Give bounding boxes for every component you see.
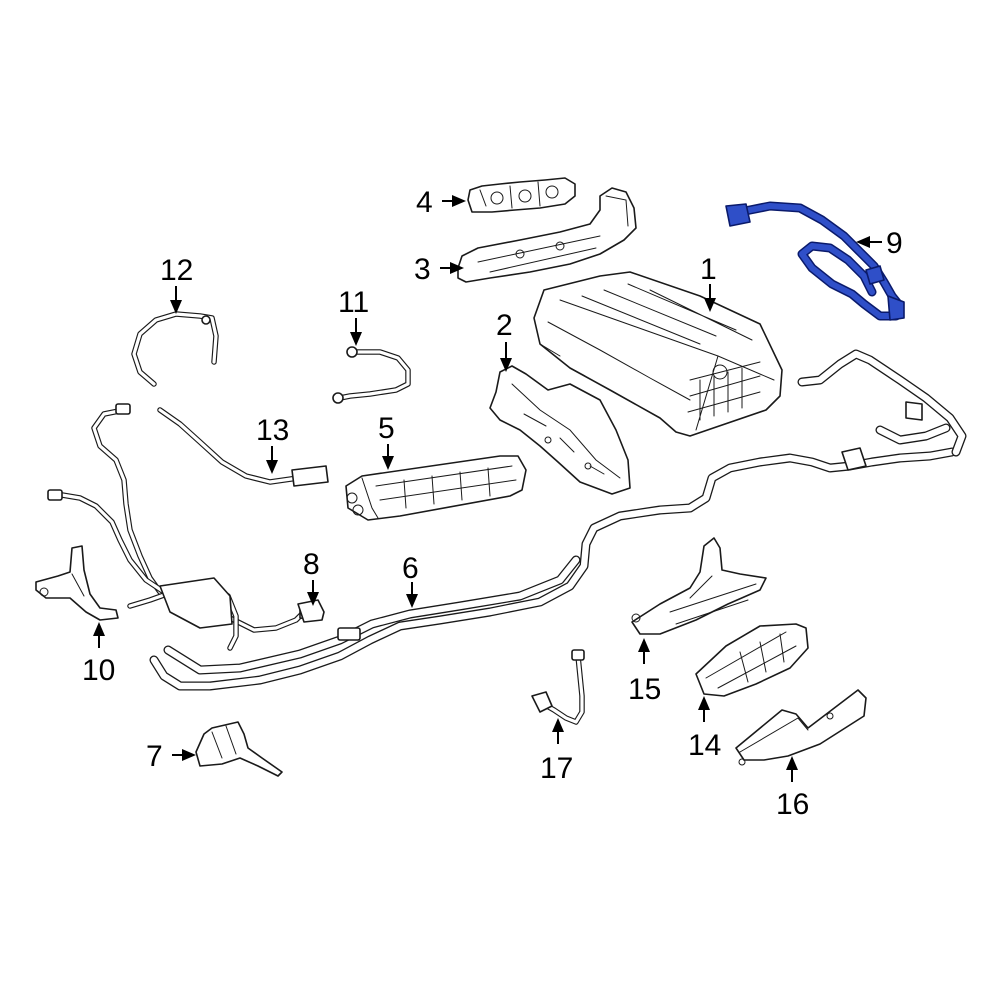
callout-2: 2 (496, 309, 513, 372)
callout-3: 3 (414, 253, 464, 286)
callout-14: 14 (688, 696, 721, 762)
part-15-bracket[interactable] (631, 537, 767, 635)
callout-12-label: 12 (160, 254, 193, 287)
callout-15-label: 15 (628, 673, 661, 706)
part-10-bracket[interactable] (35, 545, 119, 621)
callout-1-label: 1 (700, 253, 717, 286)
part-6-cooling-line[interactable] (149, 349, 967, 691)
callout-17-label: 17 (540, 752, 573, 785)
part-2-shield[interactable] (489, 365, 631, 495)
callout-11-label: 11 (338, 286, 369, 319)
callout-9-label: 9 (886, 227, 903, 260)
callout-15: 15 (628, 638, 661, 706)
callout-9: 9 (856, 227, 903, 260)
part-13-cable[interactable] (157, 407, 329, 487)
callout-5-label: 5 (378, 412, 395, 445)
part-12-cable[interactable] (131, 311, 219, 387)
part-1-battery-pack[interactable] (533, 271, 783, 437)
callout-11: 11 (338, 286, 369, 346)
callout-2-label: 2 (496, 309, 513, 342)
callout-8-label: 8 (303, 548, 320, 581)
part-16-cover[interactable] (735, 689, 867, 766)
part-3-bracket[interactable] (457, 187, 637, 283)
callout-10: 10 (82, 622, 115, 687)
callout-8: 8 (303, 548, 320, 606)
callout-13: 13 (256, 414, 289, 474)
callout-10-label: 10 (82, 654, 115, 687)
callout-16: 16 (776, 756, 809, 821)
callout-7-label: 7 (146, 740, 163, 773)
callout-6: 6 (402, 552, 419, 608)
callout-14-label: 14 (688, 729, 721, 762)
part-5-module[interactable] (345, 455, 527, 521)
callout-13-label: 13 (256, 414, 289, 447)
callout-6-label: 6 (402, 552, 419, 585)
callout-4-label: 4 (416, 186, 433, 219)
part-7-bracket[interactable] (195, 721, 283, 777)
left-hose-assembly[interactable] (47, 403, 319, 651)
callout-7: 7 (146, 740, 196, 773)
part-4-bracket[interactable] (467, 177, 576, 213)
part-9-harness-highlighted[interactable] (725, 201, 905, 321)
callout-5: 5 (378, 412, 395, 470)
callout-16-label: 16 (776, 788, 809, 821)
part-11-cable[interactable] (332, 346, 411, 404)
callout-3-label: 3 (414, 253, 431, 286)
part-14-module[interactable] (695, 623, 809, 697)
callout-12: 12 (160, 254, 193, 314)
callout-17: 17 (540, 718, 573, 785)
callout-1: 1 (700, 253, 717, 312)
callout-4: 4 (416, 186, 466, 219)
part-17-sensor[interactable] (531, 649, 585, 725)
